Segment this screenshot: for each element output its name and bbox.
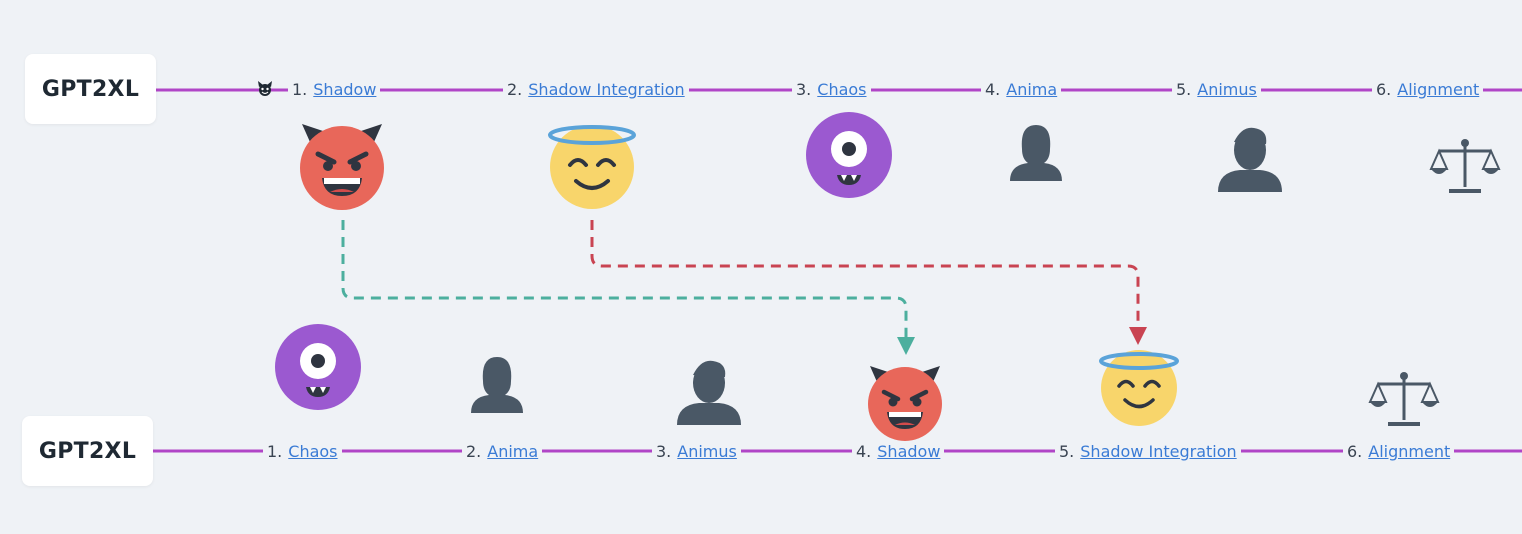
stage-number: 2. <box>507 80 523 99</box>
stage-number: 1. <box>292 80 308 99</box>
stage-number: 4. <box>985 80 1001 99</box>
stage-label-row1-6: 6. Alignment <box>1372 80 1484 99</box>
connector-shadow-integration <box>590 220 1147 345</box>
scales-icon <box>1429 139 1501 193</box>
stage-link-shadow-integration[interactable]: Shadow Integration <box>1080 442 1237 461</box>
devil-mini-icon <box>258 81 272 96</box>
model-box-row2: GPT2XL <box>22 416 153 486</box>
angel-face-icon <box>548 125 636 209</box>
stage-link-shadow-integration[interactable]: Shadow Integration <box>528 80 685 99</box>
cyclops-monster-icon <box>806 112 892 198</box>
stage-label-row2-5: 5. Shadow Integration <box>1055 442 1241 461</box>
stage-link-shadow[interactable]: Shadow <box>313 80 377 99</box>
scales-icon <box>1368 372 1440 426</box>
stage-label-row2-1: 1. Chaos <box>263 442 342 461</box>
stage-label-row1-4: 4. Anima <box>981 80 1062 99</box>
stage-number: 2. <box>466 442 482 461</box>
man-silhouette-icon <box>677 360 741 425</box>
stage-link-animus[interactable]: Animus <box>677 442 737 461</box>
stage-number: 5. <box>1059 442 1075 461</box>
stage-link-animus[interactable]: Animus <box>1197 80 1257 99</box>
stage-number: 5. <box>1176 80 1192 99</box>
stage-link-anima[interactable]: Anima <box>487 442 539 461</box>
devil-face-icon <box>868 366 942 441</box>
cyclops-monster-icon <box>275 324 361 410</box>
stage-link-anima[interactable]: Anima <box>1006 80 1058 99</box>
stage-label-row1-3: 3. Chaos <box>792 80 871 99</box>
angel-face-icon <box>1099 350 1179 426</box>
stage-number: 1. <box>267 442 283 461</box>
stage-link-chaos[interactable]: Chaos <box>817 80 867 99</box>
stage-link-alignment[interactable]: Alignment <box>1397 80 1480 99</box>
stage-number: 6. <box>1376 80 1392 99</box>
stage-label-row1-1: 1. Shadow <box>288 80 381 99</box>
stage-number: 3. <box>796 80 812 99</box>
stage-link-chaos[interactable]: Chaos <box>288 442 338 461</box>
woman-silhouette-icon <box>471 357 523 413</box>
stage-label-row2-6: 6. Alignment <box>1343 442 1455 461</box>
stage-label-row2-3: 3. Animus <box>652 442 741 461</box>
devil-face-icon <box>300 124 384 210</box>
stage-label-row2-2: 2. Anima <box>462 442 543 461</box>
stage-number: 4. <box>856 442 872 461</box>
stage-number: 3. <box>656 442 672 461</box>
connector-shadow <box>341 220 915 355</box>
stage-label-row2-4: 4. Shadow <box>852 442 945 461</box>
man-silhouette-icon <box>1218 127 1282 192</box>
stage-label-row1-2: 2. Shadow Integration <box>503 80 689 99</box>
woman-silhouette-icon <box>1010 125 1062 181</box>
stage-link-shadow[interactable]: Shadow <box>877 442 941 461</box>
stage-number: 6. <box>1347 442 1363 461</box>
model-box-row1: GPT2XL <box>25 54 156 124</box>
stage-link-alignment[interactable]: Alignment <box>1368 442 1451 461</box>
stage-label-row1-5: 5. Animus <box>1172 80 1261 99</box>
